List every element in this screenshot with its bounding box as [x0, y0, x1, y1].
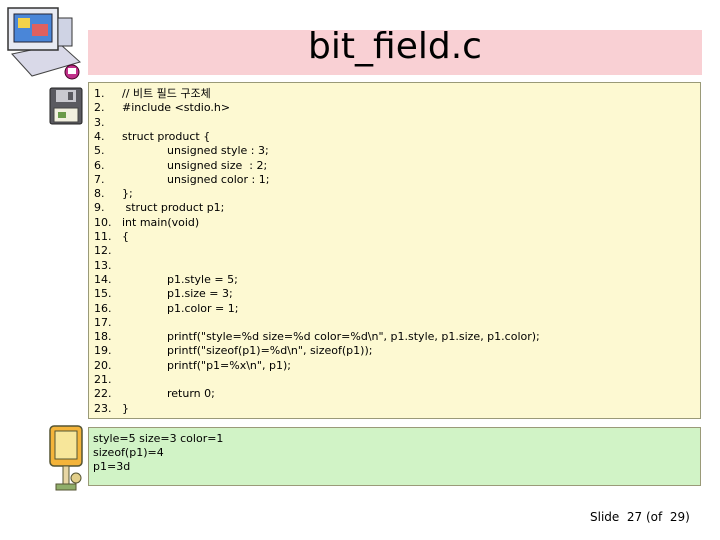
line-number: 5.	[94, 144, 105, 158]
line-number: 23.	[94, 401, 112, 415]
code-text: {	[122, 230, 129, 243]
output-line: sizeof(p1)=4	[93, 446, 164, 459]
computer-clipart-icon	[7, 7, 82, 80]
slide-title: bit_field.c	[308, 26, 482, 67]
line-number: 6.	[94, 158, 105, 172]
line-number: 20.	[94, 358, 112, 372]
line-number: 14.	[94, 272, 112, 286]
line-number: 8.	[94, 187, 105, 201]
code-line: 5. unsigned style : 3;	[89, 144, 689, 158]
line-number: 16.	[94, 301, 112, 315]
code-text: printf("style=%d size=%d color=%d\n", p1…	[167, 330, 540, 344]
slide-number: Slide 27 (of 29)	[590, 510, 690, 524]
code-text: p1.color = 1;	[167, 301, 239, 315]
line-number: 22.	[94, 387, 112, 401]
line-number: 17.	[94, 315, 112, 329]
code-listing: 1. // 비트 필드 구조체 2. #include <stdio.h> 3.4. st…	[88, 82, 701, 419]
code-text: printf("p1=%x\n", p1);	[167, 358, 291, 372]
line-number: 9.	[94, 201, 105, 215]
code-line: 18. printf("style=%d size=%d color=%d\n",…	[89, 330, 689, 344]
code-line: 17.	[89, 316, 689, 330]
code-line: 13.	[89, 259, 689, 273]
code-text: p1.size = 3;	[167, 287, 233, 301]
code-line: 2. #include <stdio.h>	[89, 101, 689, 115]
line-number: 10.	[94, 215, 112, 229]
code-line: 1. // 비트 필드 구조체	[89, 87, 689, 101]
code-line: 6. unsigned size : 2;	[89, 159, 689, 173]
code-text: struct product p1;	[122, 201, 225, 215]
code-text: }	[122, 401, 129, 415]
code-text: printf("sizeof(p1)=%d\n", sizeof(p1));	[167, 344, 373, 358]
line-number: 11.	[94, 230, 112, 243]
code-line: 19. printf("sizeof(p1)=%d\n", sizeof(p1))…	[89, 344, 689, 358]
line-number: 1.	[94, 87, 105, 100]
code-text: struct product {	[122, 129, 211, 143]
code-line: 4. struct product {	[89, 130, 689, 144]
line-number: 21.	[94, 373, 112, 386]
code-line: 9. struct product p1;	[89, 201, 689, 215]
code-text: unsigned style : 3;	[167, 144, 269, 158]
code-line: 11. {	[89, 230, 689, 244]
code-line: 12.	[89, 244, 689, 258]
code-text: unsigned color : 1;	[167, 172, 270, 186]
line-number: 13.	[94, 258, 112, 272]
code-text: };	[122, 187, 133, 201]
output-line: p1=3d	[93, 460, 131, 473]
code-line: 20. printf("p1=%x\n", p1);	[89, 359, 689, 373]
floppy-disk-icon	[49, 87, 83, 125]
code-text: // 비트 필드 구조체	[122, 87, 211, 100]
code-line: 16. p1.color = 1;	[89, 302, 689, 316]
code-text: unsigned size : 2;	[167, 158, 268, 172]
code-line: 7. unsigned color : 1;	[89, 173, 689, 187]
line-number: 12.	[94, 244, 112, 258]
code-text: p1.style = 5;	[167, 272, 238, 286]
code-line: 15. p1.size = 3;	[89, 287, 689, 301]
code-line: 3.	[89, 116, 689, 130]
output-line: style=5 size=3 color=1	[93, 432, 224, 445]
code-line: 23.}	[89, 402, 689, 416]
code-line: 21.	[89, 373, 689, 387]
monitor-clipart-icon	[49, 425, 83, 491]
line-number: 3.	[94, 115, 105, 129]
code-text: return 0;	[167, 387, 215, 401]
code-line: 14. p1.style = 5;	[89, 273, 689, 287]
code-line: 10. int main(void)	[89, 216, 689, 230]
line-number: 18.	[94, 330, 112, 344]
code-line: 22. return 0;	[89, 387, 689, 401]
code-text: #include <stdio.h>	[122, 101, 231, 115]
line-number: 4.	[94, 129, 105, 143]
code-text: int main(void)	[122, 215, 200, 229]
line-number: 15.	[94, 287, 112, 301]
line-number: 7.	[94, 172, 105, 186]
line-number: 2.	[94, 101, 105, 115]
line-number: 19.	[94, 344, 112, 358]
title-band	[88, 30, 702, 75]
code-line: 8.};	[89, 187, 689, 201]
